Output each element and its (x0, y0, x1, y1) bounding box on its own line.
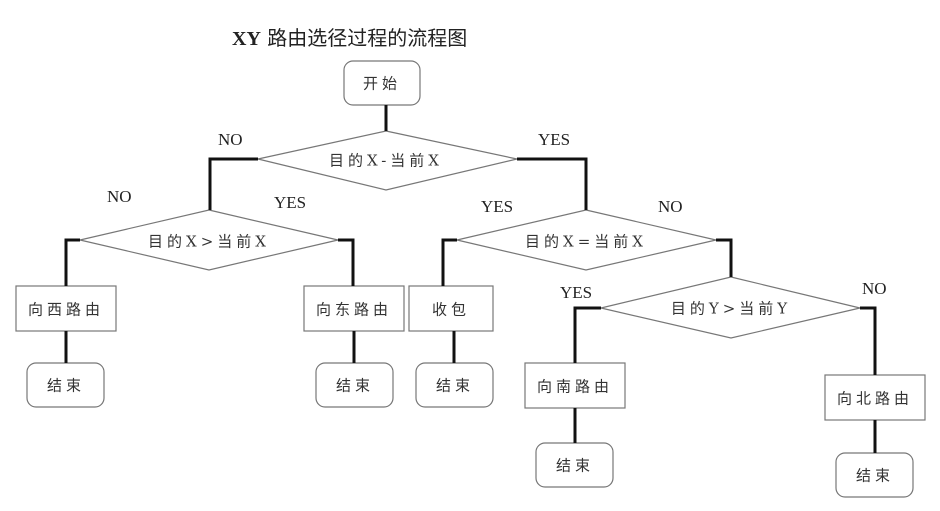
route-west-label: 向西路由 (27, 300, 105, 319)
branch-label-no: NO (107, 187, 132, 206)
connector (517, 157, 588, 210)
end-label: 结束 (855, 466, 895, 485)
route-south-label: 向南路由 (536, 377, 614, 396)
connector (208, 157, 258, 210)
branch-label-yes: YES (274, 193, 307, 212)
end-label: 结束 (555, 456, 595, 475)
connector (338, 238, 355, 286)
decision-y-greater-label: 目的Y>当前Y (670, 299, 792, 318)
connector (441, 238, 457, 286)
receive-box (408, 285, 494, 332)
end-label: 结束 (46, 376, 86, 395)
decision-x-minus-diamond (257, 130, 518, 191)
decision-y-greater-diamond (600, 276, 861, 339)
branch-label-yes: YES (560, 283, 593, 302)
connector (573, 306, 601, 363)
route-north-label: 向北路由 (836, 389, 914, 408)
branch-label-yes: YES (481, 197, 514, 216)
connector (716, 238, 733, 277)
end-label: 结束 (335, 376, 375, 395)
route-east-label: 向东路由 (315, 300, 393, 319)
decision-x-greater-label: 目的X>当前X (148, 232, 270, 251)
decision-x-equal-diamond (456, 209, 717, 271)
connector (64, 238, 80, 286)
connector (860, 306, 877, 375)
start-label: 开始 (362, 74, 402, 93)
connectors (64, 105, 877, 453)
receive-label: 收包 (431, 300, 471, 319)
diagram-title: XY 路由选径过程的流程图 (232, 26, 468, 50)
end-label: 结束 (435, 376, 475, 395)
decision-x-minus-label: 目的X-当前X (329, 151, 443, 170)
decision-x-equal-label: 目的X=当前X (525, 232, 647, 251)
branch-label-no: NO (658, 197, 683, 216)
branch-label-no: NO (218, 130, 243, 149)
branch-label-yes: YES (538, 130, 571, 149)
start-terminal (343, 60, 421, 106)
branch-label-no: NO (862, 279, 887, 298)
decision-x-greater-diamond (79, 209, 339, 271)
